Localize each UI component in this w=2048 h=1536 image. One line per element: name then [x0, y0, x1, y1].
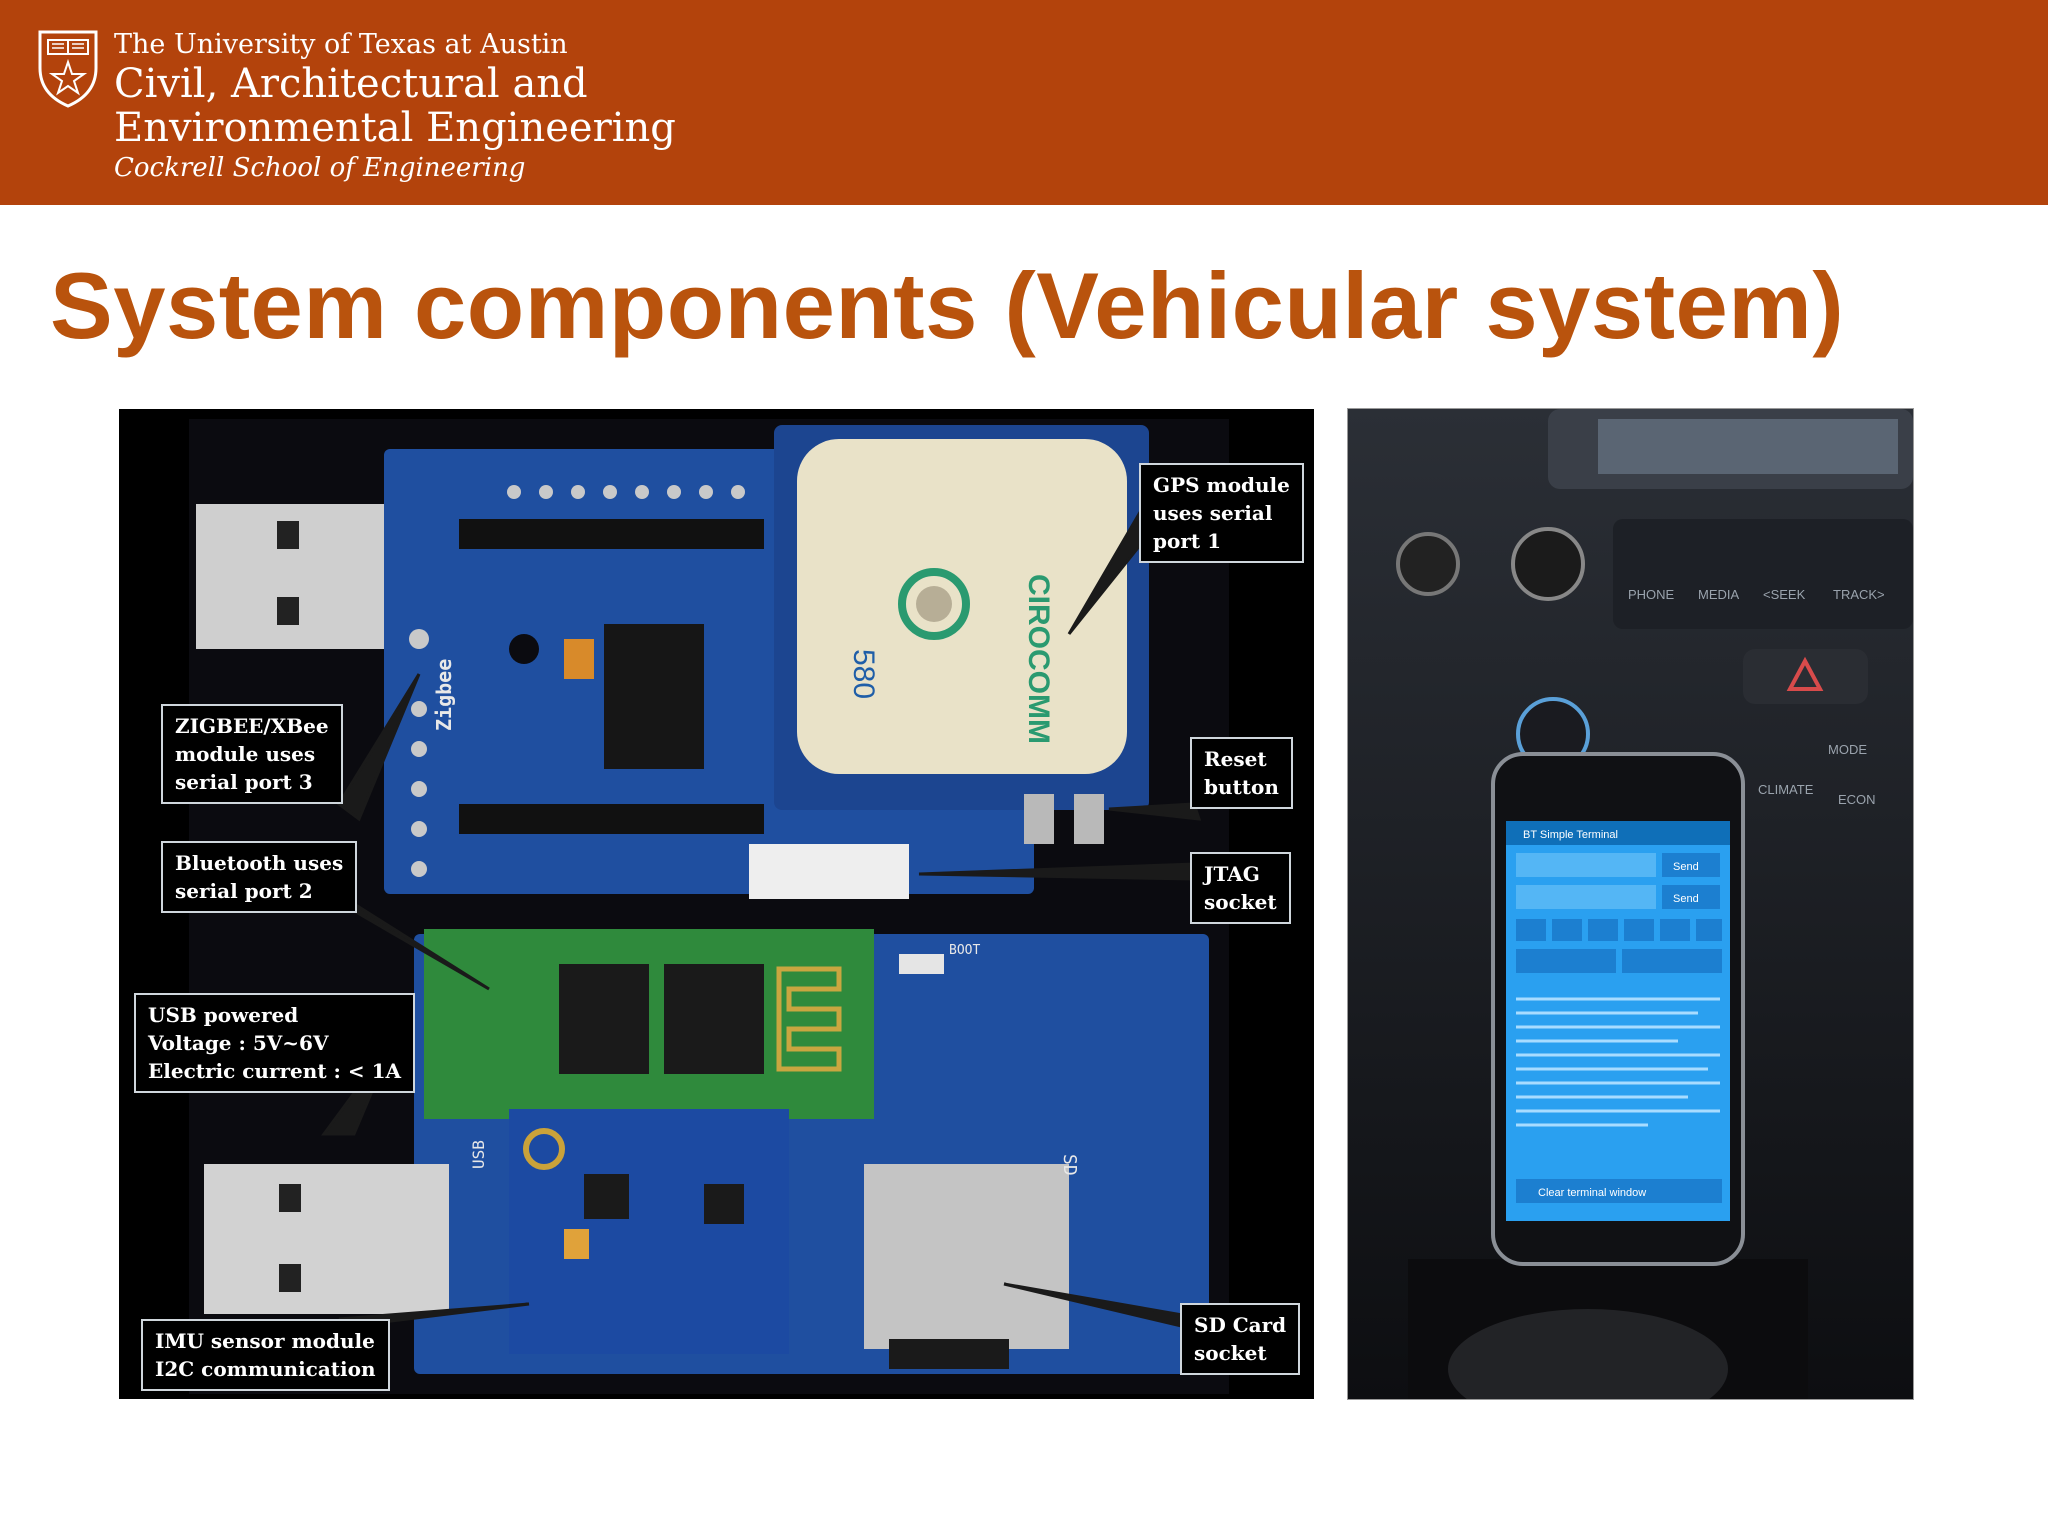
usb-silkscreen: USB — [469, 1140, 488, 1169]
reset-button-label: Reset button — [1190, 737, 1293, 809]
bluetooth-label: Bluetooth uses serial port 2 — [161, 841, 358, 913]
send-button-2: Send — [1673, 893, 1699, 905]
jtag-label: JTAG socket — [1190, 852, 1291, 924]
board-illustration: CIROCOMM 580 Zigbee USB SD BOOT — [189, 419, 1229, 1394]
university-brand: The University of Texas at Austin Civil,… — [114, 28, 676, 186]
university-name: The University of Texas at Austin — [114, 29, 568, 60]
gps-model-text: 580 — [847, 649, 880, 699]
gps-brand-text: CIROCOMM — [1022, 574, 1055, 744]
dash-button-phone: PHONE — [1628, 587, 1675, 602]
imu-label: IMU sensor module I2C communication — [141, 1319, 390, 1391]
header-band: The University of Texas at Austin Civil,… — [0, 0, 2048, 205]
dash-button-climate: CLIMATE — [1758, 782, 1814, 797]
sd-silkscreen: SD — [1059, 1154, 1080, 1176]
car-illustration: PHONE MEDIA <SEEK TRACK> MODE CLIMATE EC… — [1348, 409, 1913, 1399]
car-photo: PHONE MEDIA <SEEK TRACK> MODE CLIMATE EC… — [1347, 408, 1914, 1400]
send-button-1: Send — [1673, 861, 1699, 873]
school-name: Cockrell School of Engineering — [114, 153, 526, 183]
dash-button-econ: ECON — [1838, 792, 1876, 807]
dash-button-media: MEDIA — [1698, 587, 1740, 602]
board-photo: CIROCOMM 580 Zigbee USB SD BOOT GPS modu… — [119, 409, 1314, 1399]
slide-title: System components (Vehicular system) — [50, 253, 1845, 358]
gps-module-label: GPS module uses serial port 1 — [1139, 463, 1304, 563]
dash-button-seek: <SEEK — [1763, 587, 1806, 602]
clear-terminal-button: Clear terminal window — [1538, 1187, 1646, 1199]
dash-button-mode: MODE — [1828, 742, 1867, 757]
zigbee-silkscreen: Zigbee — [432, 659, 456, 731]
dash-button-track: TRACK> — [1833, 587, 1885, 602]
ut-shield-logo-icon — [38, 30, 98, 108]
zigbee-label: ZIGBEE/XBee module uses serial port 3 — [161, 704, 343, 804]
sd-card-label: SD Card socket — [1180, 1303, 1301, 1375]
department-line-2: Environmental Engineering — [114, 105, 676, 151]
boot-silkscreen: BOOT — [949, 943, 980, 958]
department-line-1: Civil, Architectural and — [114, 61, 588, 107]
app-title-text: BT Simple Terminal — [1523, 829, 1618, 841]
usb-power-label: USB powered Voltage : 5V~6V Electric cur… — [134, 993, 416, 1093]
